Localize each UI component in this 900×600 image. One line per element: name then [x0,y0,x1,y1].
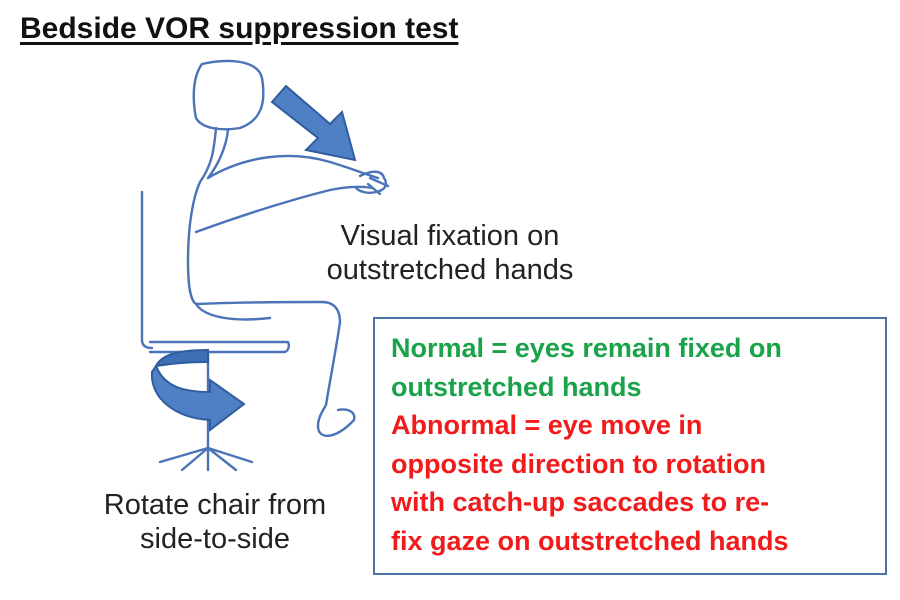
upper-arm [206,154,380,180]
page-title: Bedside VOR suppression test [20,12,459,45]
thigh [194,300,342,324]
foot [316,408,356,437]
rotate-chair-caption: Rotate chair from side-to-side [75,488,355,556]
gaze-arrow [270,84,357,162]
caption-line: side-to-side [140,523,290,555]
chair-legs [158,446,254,472]
visual-fixation-caption: Visual fixation on outstretched hands [300,219,600,287]
hands [354,170,388,194]
normal-result-line: Normal = eyes remain fixed on [391,333,782,363]
rotation-arrow [150,348,246,433]
shin [316,320,342,428]
caption-line: Rotate chair from [103,489,327,521]
seated-person-sketch [186,59,390,437]
chair-seat [148,340,290,354]
head-outline [192,59,265,131]
swivel-chair-sketch [140,190,290,472]
caption-line: Visual fixation on [340,220,560,252]
results-box: Normal = eyes remain fixed on outstretch… [373,317,887,575]
caption-line: outstretched hands [326,254,574,286]
chair-backrest [140,190,154,350]
abnormal-result-line: opposite direction to rotation [391,448,766,479]
lower-arm [194,185,374,234]
abnormal-result-line: fix gaze on outstretched hands [391,525,789,556]
torso-front [206,128,230,180]
normal-result-line: outstretched hands [391,371,642,402]
abnormal-result-line: with catch-up saccades to re- [391,487,770,517]
abnormal-result-line: Abnormal = eye move in [391,410,703,440]
torso-back [186,126,218,306]
